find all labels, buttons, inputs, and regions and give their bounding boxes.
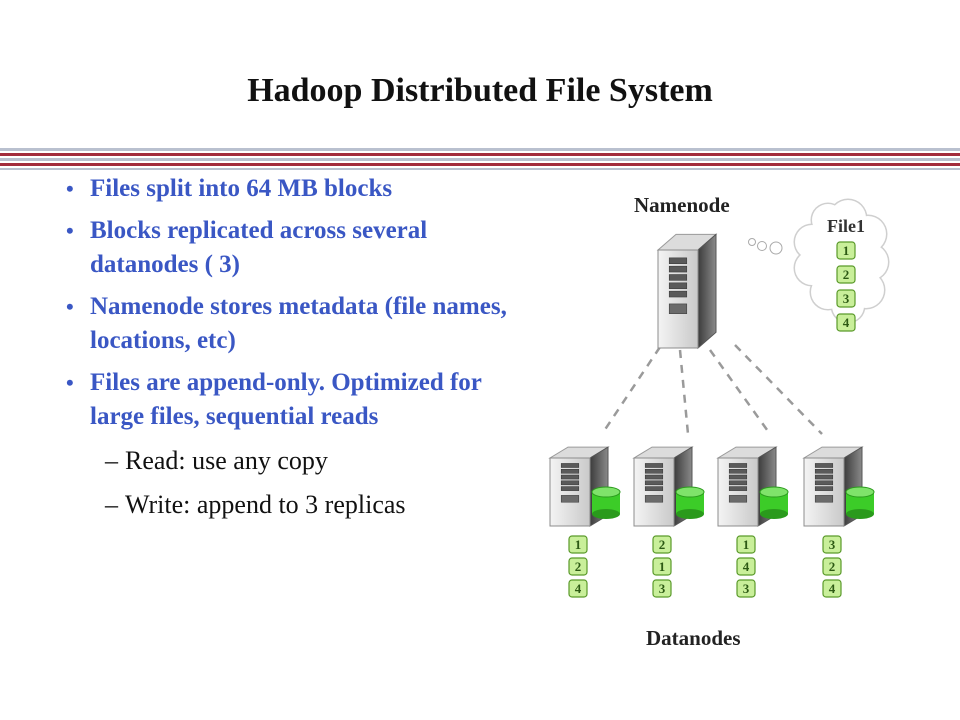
datanode-block: 4	[568, 579, 588, 598]
datanode-block: 3	[652, 579, 672, 598]
datanode-block: 2	[568, 557, 588, 576]
bullet-text: Blocks replicated across several datanod…	[90, 217, 428, 278]
datanode-block: 4	[822, 579, 842, 598]
bullet-text: Namenode stores metadata (file names, lo…	[90, 293, 507, 354]
datanode-block: 1	[736, 535, 756, 554]
bullet-item: • Namenode stores metadata (file names, …	[60, 290, 530, 358]
block-label: 3	[743, 581, 750, 596]
slide-title: Hadoop Distributed File System	[247, 72, 713, 109]
title-divider	[0, 148, 960, 174]
datanodes-label: Datanodes	[646, 626, 741, 650]
connection-line	[600, 346, 662, 435]
file-block: 2	[836, 265, 856, 284]
bullet-text: Files split into 64 MB blocks	[90, 175, 393, 202]
hdfs-diagram: File1 1 2 3 4 1 2 4 2 1 3 1 4 3 3 2 4	[548, 198, 890, 598]
file-label: File1	[827, 216, 865, 236]
block-label: 3	[829, 537, 836, 552]
disk-icon	[591, 486, 621, 519]
block-label: 4	[829, 581, 836, 596]
file-block: 4	[836, 313, 856, 332]
datanode-block: 2	[822, 557, 842, 576]
datanode-server-icon	[548, 446, 610, 527]
block-label: 3	[843, 291, 850, 306]
block-label: 1	[575, 537, 582, 552]
datanode-block: 1	[652, 557, 672, 576]
bullet-dot-icon: •	[66, 176, 74, 201]
bullet-list: • Files split into 64 MB blocks • Blocks…	[60, 172, 530, 522]
bullet-dot-icon: •	[66, 294, 74, 319]
block-label: 1	[659, 559, 666, 574]
file-block: 3	[836, 289, 856, 308]
bullet-item: • Files split into 64 MB blocks	[60, 172, 530, 206]
connection-line	[734, 344, 823, 435]
disk-icon	[845, 486, 875, 519]
thought-dot	[769, 241, 783, 255]
namenode-server-icon	[656, 233, 718, 350]
connection-line	[678, 349, 690, 435]
bullet-dot-icon: •	[66, 218, 74, 243]
block-label: 2	[659, 537, 666, 552]
file-block: 1	[836, 241, 856, 260]
datanode-block: 4	[736, 557, 756, 576]
bullet-item: • Files are append-only. Optimized for l…	[60, 366, 530, 434]
thought-dot	[757, 241, 767, 251]
bullet-dot-icon: •	[66, 370, 74, 395]
block-label: 4	[743, 559, 750, 574]
datanode-block: 1	[568, 535, 588, 554]
namenode-label: Namenode	[634, 193, 730, 217]
bullet-text: Files are append-only. Optimized for lar…	[90, 369, 482, 430]
disk-icon	[675, 486, 705, 519]
bullet-item: • Blocks replicated across several datan…	[60, 214, 530, 282]
block-label: 3	[659, 581, 666, 596]
datanode-block: 3	[736, 579, 756, 598]
block-label: 4	[575, 581, 582, 596]
block-label: 4	[843, 315, 850, 330]
block-label: 2	[843, 267, 850, 282]
thought-dot	[748, 238, 756, 246]
connection-line	[708, 349, 772, 435]
sub-bullet-read: – Read: use any copy	[105, 446, 328, 475]
datanode-block: 2	[652, 535, 672, 554]
block-label: 2	[829, 559, 836, 574]
block-label: 1	[843, 243, 850, 258]
block-label: 2	[575, 559, 582, 574]
block-label: 1	[743, 537, 750, 552]
sub-bullet-write: – Write: append to 3 replicas	[105, 490, 406, 519]
datanode-block: 3	[822, 535, 842, 554]
disk-icon	[759, 486, 789, 519]
